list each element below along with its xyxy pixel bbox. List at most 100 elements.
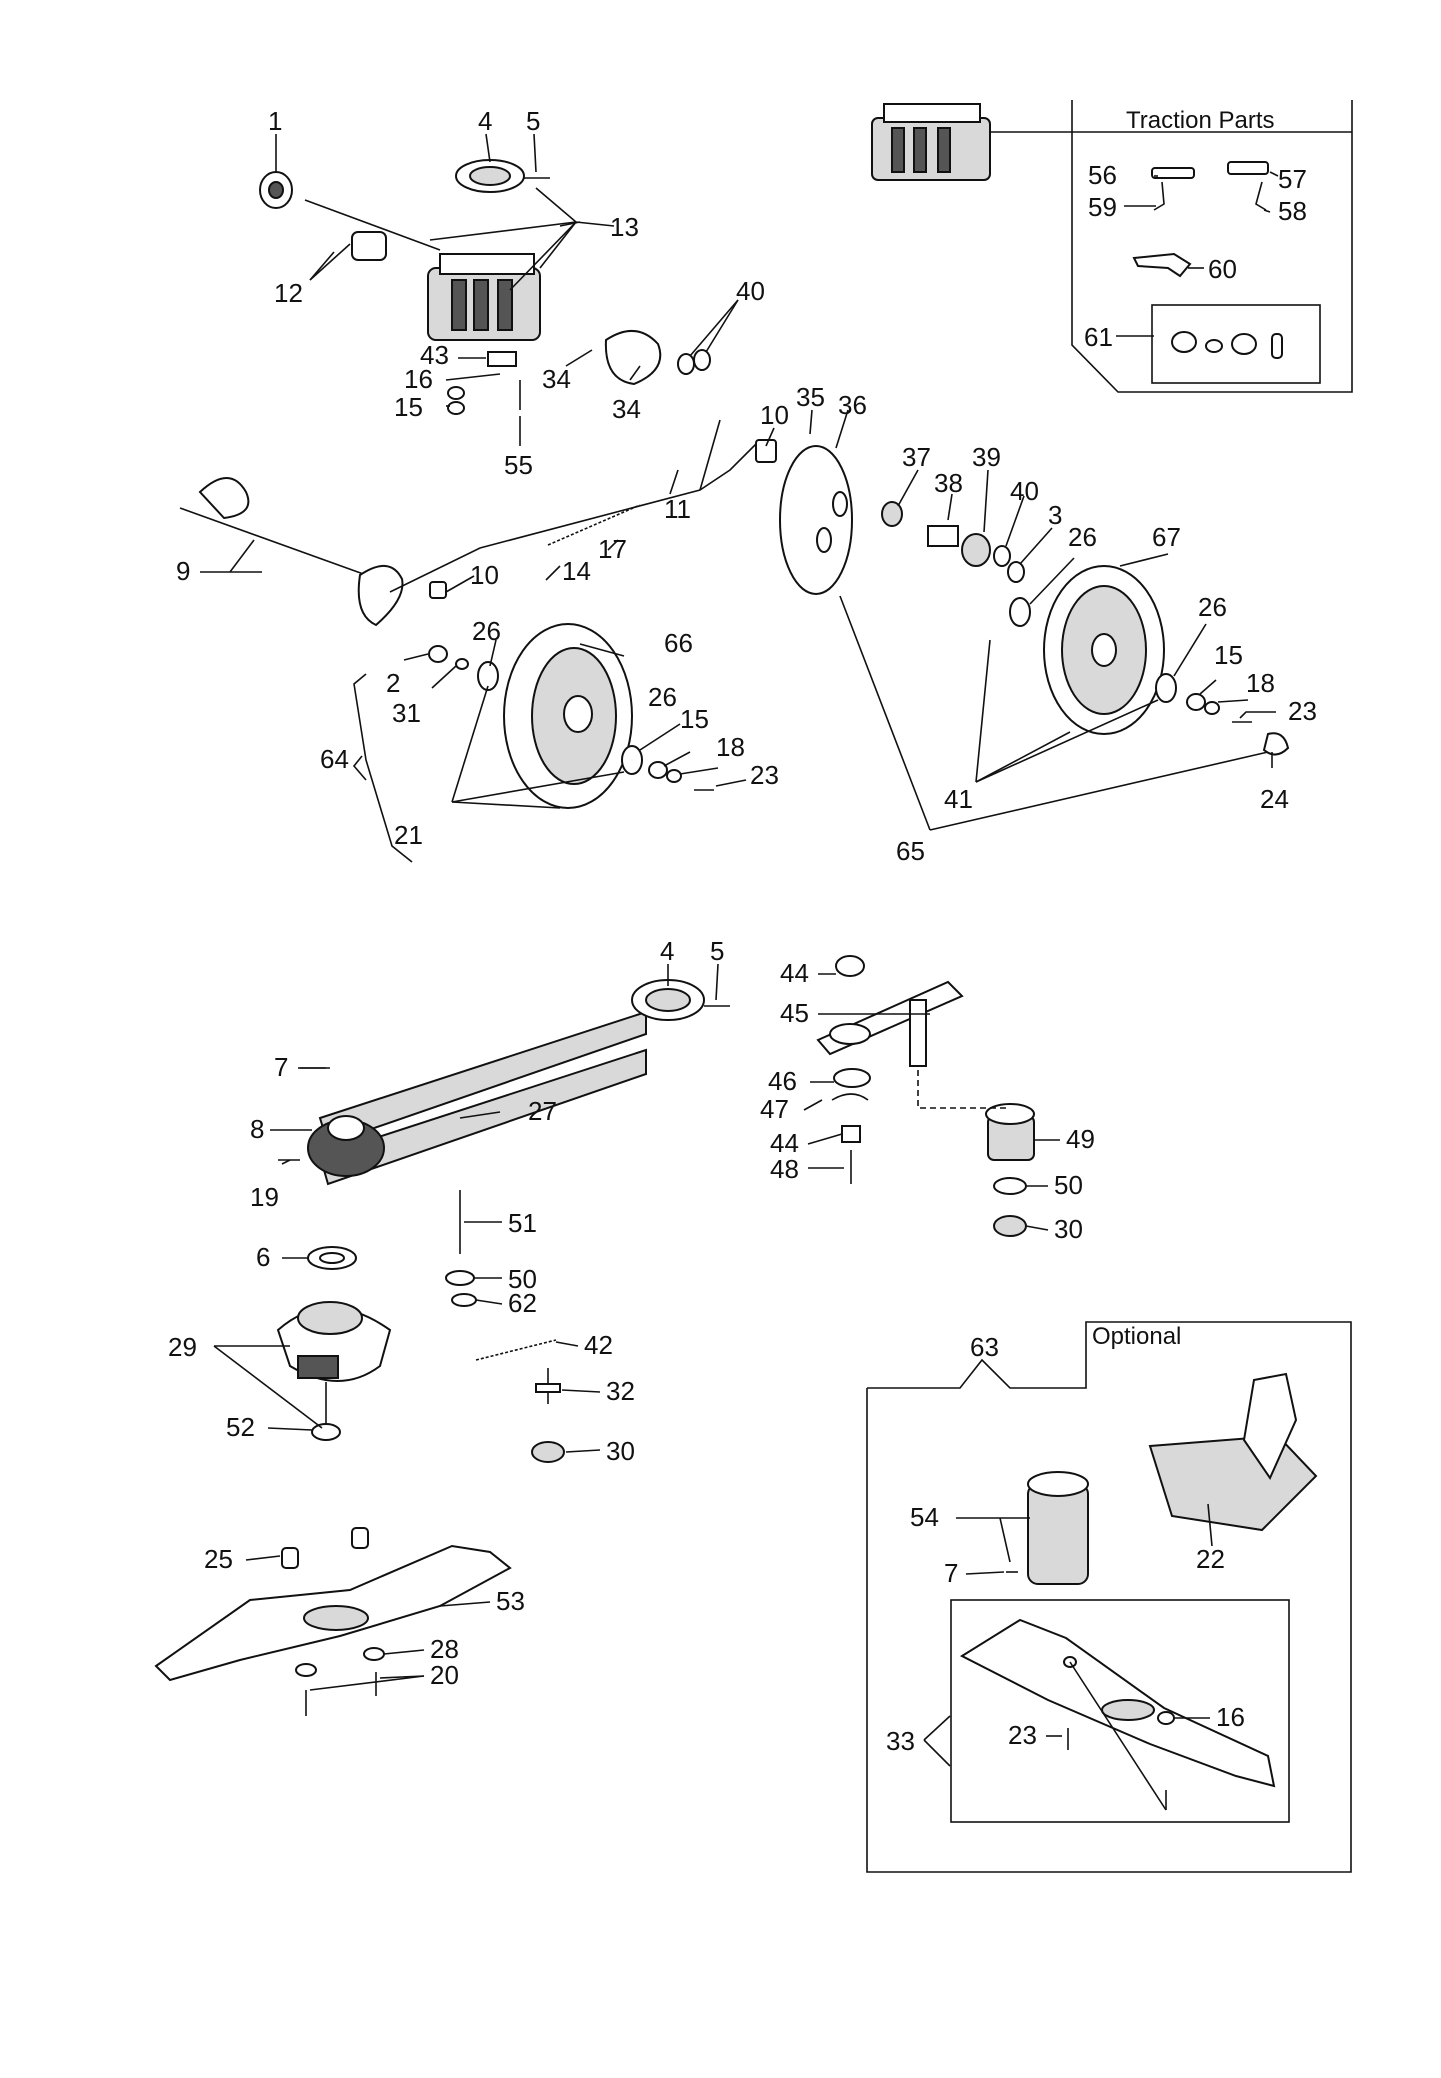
callout-17: 17 (598, 534, 627, 564)
callout-47: 47 (760, 1094, 789, 1124)
wheel-67 (1043, 565, 1165, 735)
optional-title: Optional (1092, 1323, 1181, 1350)
callout-46: 46 (768, 1066, 797, 1096)
callout-45: 45 (780, 998, 809, 1028)
callout-26: 26 (1068, 522, 1097, 552)
callout-26-c: 26 (472, 616, 501, 646)
callout-54: 54 (910, 1502, 939, 1532)
callout-44-b: 44 (770, 1128, 799, 1158)
transmission-top-right (871, 103, 991, 181)
blade-adapter-54 (1027, 1471, 1089, 1585)
blade-33 (959, 1618, 1276, 1788)
callout-8: 8 (250, 1114, 264, 1144)
leader-lines (200, 131, 1279, 1811)
callout-16-b: 16 (1216, 1702, 1245, 1732)
callout-51: 51 (508, 1208, 537, 1238)
part-drawings (154, 103, 1318, 1810)
callout-13: 13 (610, 212, 639, 242)
callout-15-b: 15 (1214, 640, 1243, 670)
callout-15: 15 (394, 392, 423, 422)
callout-40-b: 40 (1010, 476, 1039, 506)
callout-4: 4 (478, 106, 492, 136)
callout-41: 41 (944, 784, 973, 814)
blade-53 (154, 1544, 512, 1682)
callout-65: 65 (896, 836, 925, 866)
callout-29: 29 (168, 1332, 197, 1362)
callout-23-c: 23 (1008, 1720, 1037, 1750)
callout-39: 39 (972, 442, 1001, 472)
callout-67: 67 (1152, 522, 1181, 552)
callout-6: 6 (256, 1242, 270, 1272)
callout-57: 57 (1278, 164, 1307, 194)
callout-33: 33 (886, 1726, 915, 1756)
callout-7: 7 (274, 1052, 288, 1082)
callout-26-b: 26 (1198, 592, 1227, 622)
callout-31: 31 (392, 698, 421, 728)
callout-18: 18 (1246, 668, 1275, 698)
callout-3: 3 (1048, 500, 1062, 530)
callout-numbers: 1 4 5 13 12 40 4 3 16 15 34 34 55 35 36 1… (168, 106, 1317, 1756)
callout-20: 20 (430, 1660, 459, 1690)
callout-12: 12 (274, 278, 303, 308)
callout-48: 48 (770, 1154, 799, 1184)
callout-4-lower: 4 (660, 936, 674, 966)
callout-30-b: 30 (606, 1436, 635, 1466)
callout-22: 22 (1196, 1544, 1225, 1574)
callout-30: 30 (1054, 1214, 1083, 1244)
callout-25: 25 (204, 1544, 233, 1574)
callout-64: 64 (320, 744, 349, 774)
callout-44: 44 (780, 958, 809, 988)
callout-35: 35 (796, 382, 825, 412)
callout-23-b: 23 (750, 760, 779, 790)
mulch-plug-22 (1148, 1372, 1318, 1532)
traction-parts-title: Traction Parts (1126, 107, 1275, 134)
callout-36: 36 (838, 390, 867, 420)
clutch-29 (276, 1301, 392, 1382)
callout-5-lower: 5 (710, 936, 724, 966)
callout-11: 11 (664, 494, 691, 524)
belt-27 (318, 1010, 647, 1186)
callout-16: 16 (404, 364, 433, 394)
callout-53: 53 (496, 1586, 525, 1616)
optional-box: Optional (866, 1321, 1352, 1873)
callout-63: 63 (970, 1332, 999, 1362)
callout-42: 42 (584, 1330, 613, 1360)
callout-56: 56 (1088, 160, 1117, 190)
callout-40: 40 (736, 276, 765, 306)
callout-38: 38 (934, 468, 963, 498)
callout-32: 32 (606, 1376, 635, 1406)
callout-28: 28 (430, 1634, 459, 1664)
callout-2: 2 (386, 668, 400, 698)
callout-55: 55 (504, 450, 533, 480)
callout-50-b: 50 (508, 1264, 537, 1294)
callout-50: 50 (1054, 1170, 1083, 1200)
callout-21: 21 (394, 820, 423, 850)
callout-66: 66 (664, 628, 693, 658)
callout-61: 61 (1084, 322, 1113, 352)
callout-9: 9 (176, 556, 190, 586)
callout-62: 62 (508, 1288, 537, 1318)
callout-60: 60 (1208, 254, 1237, 284)
callout-14: 14 (562, 556, 591, 586)
transmission-upper (427, 253, 541, 341)
callout-23: 23 (1288, 696, 1317, 726)
callout-10: 10 (760, 400, 789, 430)
callout-34-b: 34 (612, 394, 641, 424)
callout-5: 5 (526, 106, 540, 136)
callout-34: 34 (542, 364, 571, 394)
callout-59: 59 (1088, 192, 1117, 222)
callout-37: 37 (902, 442, 931, 472)
rear-axle-assembly (179, 419, 777, 627)
callout-26-d: 26 (648, 682, 677, 712)
callout-18-b: 18 (716, 732, 745, 762)
callout-10-b: 10 (470, 560, 499, 590)
callout-7-b: 7 (944, 1558, 958, 1588)
callout-27: 27 (528, 1096, 557, 1126)
callout-15-c: 15 (680, 704, 709, 734)
wheel-66 (503, 623, 633, 809)
callout-58: 58 (1278, 196, 1307, 226)
callout-52: 52 (226, 1412, 255, 1442)
callout-49: 49 (1066, 1124, 1095, 1154)
callout-1: 1 (268, 106, 282, 136)
